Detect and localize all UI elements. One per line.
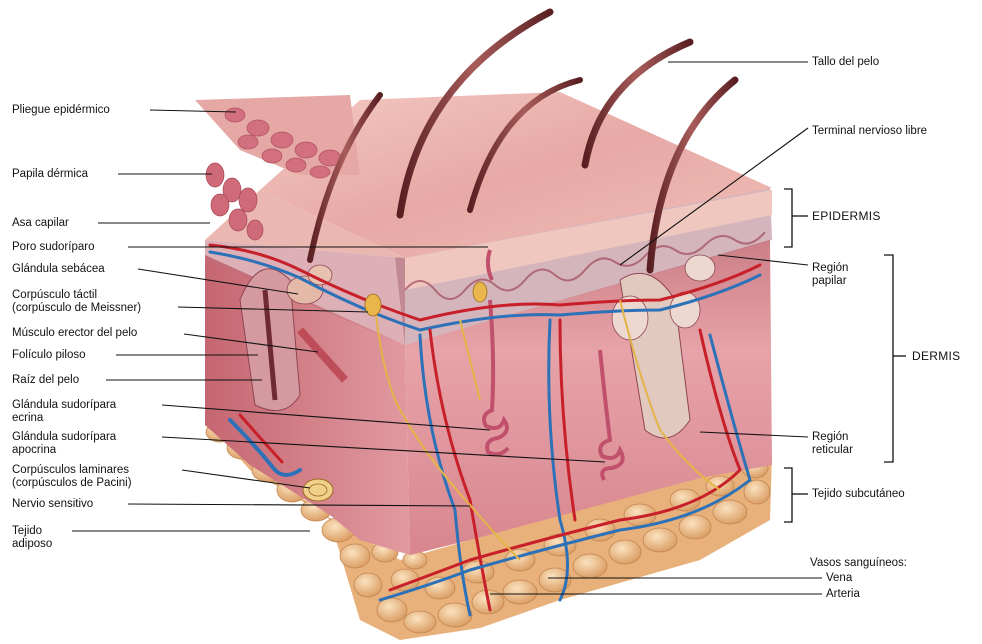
label-asa-capilar: Asa capilar [12, 217, 69, 230]
label-tallo-del-pelo: Tallo del pelo [812, 56, 879, 69]
meissner-corpuscle [365, 294, 381, 316]
dermal-papillae [206, 163, 263, 240]
label-glandula-sebacea: Glándula sebácea [12, 263, 105, 276]
label-poro-sudoriparo: Poro sudoríparo [12, 241, 94, 254]
label-arteria: Arteria [826, 588, 860, 601]
label-epidermis: EPIDERMIS [812, 210, 881, 223]
label-corpusculos-pacini: Corpúsculos laminares(corpúsculos de Pac… [12, 464, 132, 490]
label-corpusculo-meissner: Corpúsculo táctil(corpúsculo de Meissner… [12, 289, 141, 315]
label-vena: Vena [826, 572, 852, 585]
label-foliculo-piloso: Folículo piloso [12, 349, 86, 362]
label-nervio-sensitivo: Nervio sensitivo [12, 498, 93, 511]
label-pliegue-epidermico: Pliegue epidérmico [12, 104, 110, 117]
label-papila-dermica: Papila dérmica [12, 168, 88, 181]
pacinian-corpuscle [303, 479, 333, 501]
label-musculo-erector: Músculo erector del pelo [12, 327, 137, 340]
label-dermis: DERMIS [912, 350, 960, 363]
label-terminal-nervioso: Terminal nervioso libre [812, 125, 927, 138]
label-vasos-sanguineos: Vasos sanguíneos: [810, 557, 907, 570]
label-raiz-del-pelo: Raíz del pelo [12, 374, 79, 387]
layer-brackets [784, 189, 906, 522]
label-tejido-subcutaneo: Tejido subcutáneo [812, 488, 905, 501]
